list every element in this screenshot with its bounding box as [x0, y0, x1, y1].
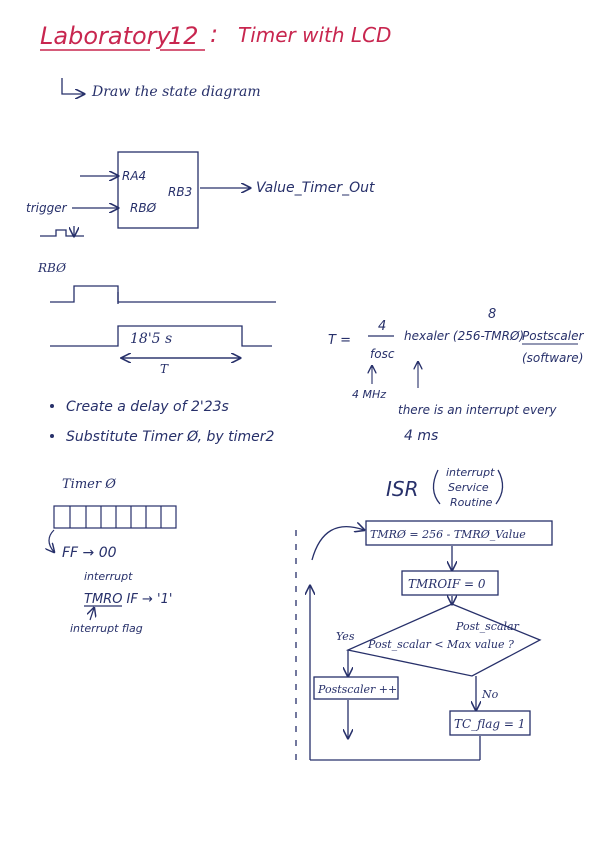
decision-no: No	[481, 688, 499, 701]
formula-note-line1: there is an interrupt every	[398, 403, 557, 417]
pin-rb3: RB3	[168, 185, 192, 199]
box-increment-postscaler: Postscaler ++	[317, 683, 397, 696]
isr-line-1: interrupt	[446, 466, 495, 479]
bullet-list: Create a delay of 2'23s Substitute Timer…	[50, 399, 274, 445]
instruction: Draw the state diagram	[61, 78, 261, 100]
formula-note-line2: 4 ms	[404, 428, 438, 444]
timer-formula: T = 4 fosc 8 hexaler (256-TMRØ) Postscal…	[328, 307, 584, 444]
formula-den: fosc	[370, 347, 395, 361]
decision-line-1: Post_scalar	[455, 620, 520, 633]
title-prefix: Laboratory	[40, 22, 172, 50]
formula-num: 4	[378, 319, 386, 334]
timer0-overflow: FF → 00	[62, 545, 117, 561]
decision-line-2: Post_scalar < Max value ?	[367, 638, 514, 651]
instruction-text: Draw the state diagram	[91, 84, 261, 100]
formula-rest: hexaler (256-TMRØ)	[404, 329, 524, 343]
timing-period: T	[160, 362, 169, 376]
box-tc-flag: TC_flag = 1	[454, 717, 525, 731]
bullet-item-2: Substitute Timer Ø, by timer2	[66, 429, 274, 445]
formula-postscaler-note: (software)	[522, 351, 583, 365]
isr-title: ISR	[386, 477, 419, 501]
formula-freq: 4 MHz	[352, 388, 386, 401]
timer0-label: Timer Ø	[62, 477, 116, 492]
timer0-register: Timer Ø FF → 00 interrupt TMRO IF → '1' …	[49, 477, 177, 635]
isr-flowchart: ISR interrupt Service Routine TMRØ = 256…	[295, 466, 553, 761]
pin-rb0: RBØ	[130, 201, 157, 215]
output-label: Value_Timer_Out	[256, 180, 375, 196]
formula-lhs: T =	[328, 333, 351, 348]
pin-ra4: RA4	[122, 169, 146, 183]
isr-line-3: Routine	[450, 496, 493, 509]
title-colon: :	[210, 20, 218, 48]
box-clear-flag: TMROIF = 0	[408, 577, 486, 591]
trigger-label: trigger	[26, 201, 68, 215]
formula-postscaler: Postscaler	[522, 329, 584, 343]
timer0-interrupt: interrupt	[84, 570, 133, 583]
decision-yes: Yes	[336, 630, 355, 643]
bullet-item-1: Create a delay of 2'23s	[66, 399, 229, 415]
timing-signal: RBØ	[37, 261, 67, 275]
bullet-dot	[50, 434, 54, 438]
title-subject: Timer with LCD	[238, 23, 391, 47]
timer0-flag: TMRO IF → '1'	[84, 592, 172, 607]
timer0-flag-note: interrupt flag	[70, 622, 143, 635]
box-reload-tmr0: TMRØ = 256 - TMRØ_Value	[370, 528, 526, 541]
isr-line-2: Service	[448, 481, 489, 494]
timing-diagram: RBØ 18'5 s T	[37, 261, 276, 376]
title: Laboratory 12 : Timer with LCD	[40, 20, 391, 51]
timing-duration: 18'5 s	[130, 331, 172, 347]
formula-exp: 8	[488, 307, 496, 322]
title-number: 12	[168, 22, 199, 50]
bullet-dot	[50, 404, 54, 408]
block-diagram: RA4 RBØ RB3 trigger Value_Timer_Out	[26, 151, 375, 236]
